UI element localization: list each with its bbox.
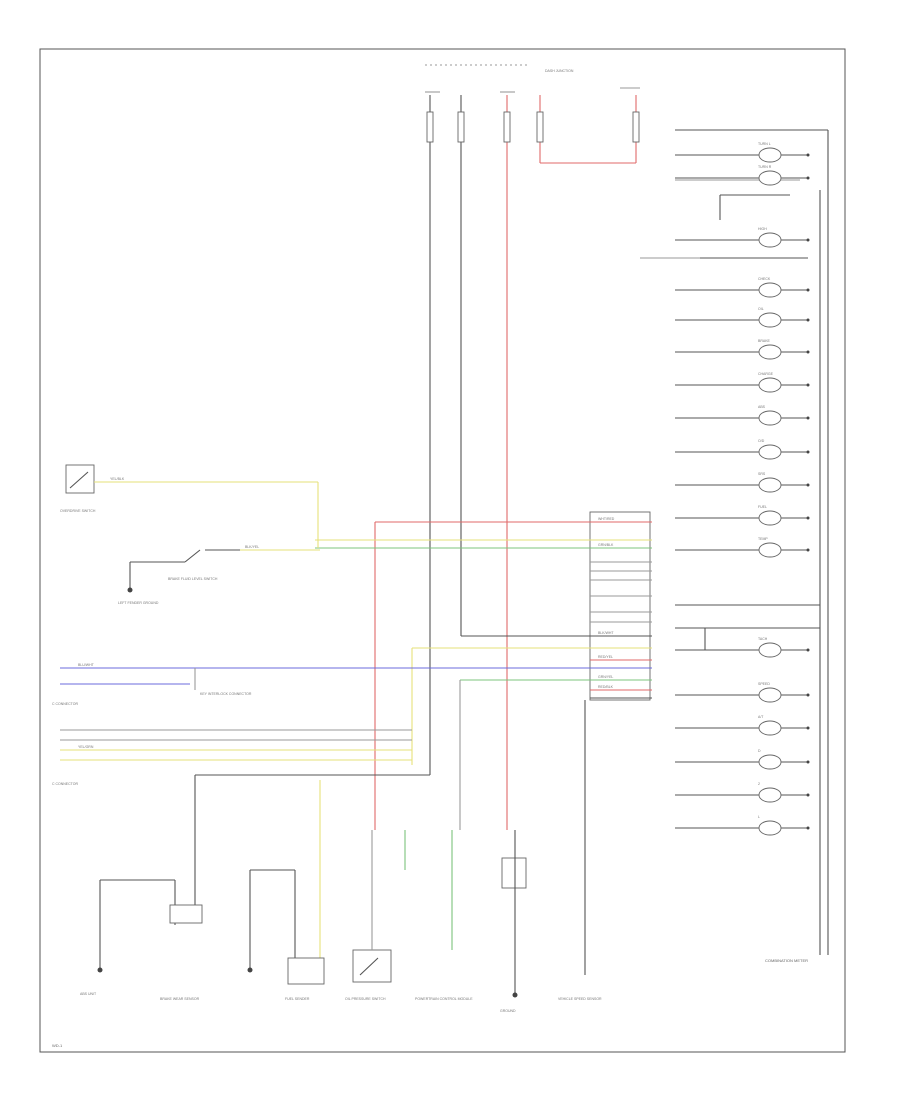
oil-pressure-switch-symbol — [352, 949, 392, 983]
gauge-label: HIGH — [758, 227, 767, 231]
left-circuits — [60, 464, 430, 920]
gauge-label: 2 — [758, 782, 760, 786]
gauge-label: L — [758, 815, 760, 819]
gauge-terminal — [806, 726, 810, 730]
gauge-lamp — [758, 232, 782, 248]
gauge-label: D — [758, 749, 761, 753]
gauge-label: O/D — [758, 439, 765, 443]
overdrive-switch-label: OVERDRIVE SWITCH — [60, 509, 96, 513]
gauge-terminal — [806, 288, 810, 292]
gauge-lamp — [758, 344, 782, 360]
gauge-label: A/T — [758, 715, 764, 719]
gauge-terminal — [806, 416, 810, 420]
cluster-label: COMBINATION METER — [765, 958, 808, 963]
gauge-lamp — [758, 787, 782, 803]
gauge-terminal — [806, 350, 810, 354]
gauge-label: ABS — [758, 405, 766, 409]
gauge-lamp — [758, 542, 782, 558]
gauge-label: FUEL — [758, 505, 767, 509]
wire-tag: GRN/YEL — [598, 675, 613, 679]
gauge-lamp — [758, 170, 782, 186]
c-connector-1-label: C CONNECTOR — [52, 702, 78, 706]
gauge-terminal — [806, 516, 810, 520]
gauge-terminal — [806, 648, 810, 652]
gauge-terminal — [806, 238, 810, 242]
gauge-terminal — [806, 826, 810, 830]
wire-tag: YEL/GRN — [78, 745, 94, 749]
gauge-terminal — [806, 793, 810, 797]
gauge-lamp — [758, 410, 782, 426]
wire-tag: GRN/BLK — [598, 543, 614, 547]
c-connector-2-label: C CONNECTOR — [52, 782, 78, 786]
gauge-label: TURN L — [758, 142, 771, 146]
wire-tag: BLK/WHT — [598, 631, 614, 635]
brake-wear-label: BRAKE WEAR SENSOR — [160, 997, 200, 1001]
gauge-label: TACH — [758, 637, 768, 641]
gauge-terminal — [806, 760, 810, 764]
gauge-lamp — [758, 820, 782, 836]
gauge-rows: TURN L TURN R HIGH CHECK OIL BRAKE CHARGE ABS O/… — [675, 142, 810, 836]
gauge-terminal — [806, 176, 810, 180]
ground-right-label: GROUND — [500, 1009, 516, 1013]
gauge-lamp — [758, 312, 782, 328]
wire-tag: WHT/RED — [598, 517, 615, 521]
abs-unit-label: ABS UNIT — [80, 992, 97, 996]
gauge-lamp — [758, 687, 782, 703]
gauge-lamp — [758, 282, 782, 298]
gauge-terminal — [806, 548, 810, 552]
gauge-lamp — [758, 477, 782, 493]
gauge-terminal — [806, 383, 810, 387]
center-connector-block — [190, 511, 652, 830]
gauge-lamp — [758, 720, 782, 736]
gauge-label: SRS — [758, 472, 766, 476]
corner-label: WD-1 — [52, 1043, 63, 1048]
gauge-label: SPEED — [758, 682, 770, 686]
gauge-terminal — [806, 153, 810, 157]
gauge-label: CHECK — [758, 277, 771, 281]
speed-sensor-label: VEHICLE SPEED SENSOR — [558, 997, 602, 1001]
gauge-lamp — [758, 377, 782, 393]
gauge-lamp — [758, 642, 782, 658]
gauge-label: TEMP — [758, 537, 768, 541]
wire-tag: RED/YEL — [598, 655, 613, 659]
key-switch-connector-label: KEY INTERLOCK CONNECTOR — [200, 692, 252, 696]
diagram-border — [39, 48, 846, 1053]
gauge-lamp — [758, 147, 782, 163]
gauge-lamp — [758, 444, 782, 460]
wire-tag: RED/BLK — [598, 685, 614, 689]
gauge-label: TURN R — [758, 165, 772, 169]
gauge-label: BRAKE — [758, 339, 771, 343]
top-fuse-area — [425, 64, 640, 830]
bottom-components — [97, 700, 586, 998]
wire-tag: BLU/WHT — [78, 663, 95, 667]
ground-left-label: LEFT FENDER GROUND — [118, 601, 159, 605]
gauge-label: OIL — [758, 307, 764, 311]
fuel-sender-label: FUEL SENDER — [285, 997, 310, 1001]
instrument-cluster — [640, 129, 829, 955]
dash-junction-label: DASH JUNCTION — [545, 69, 574, 73]
brake-fluid-switch-label: BRAKE FLUID LEVEL SWITCH — [168, 577, 218, 581]
wire-tag: BLK/YEL — [245, 545, 259, 549]
wire-tag: YEL/BLK — [110, 477, 125, 481]
gauge-terminal — [806, 318, 810, 322]
gauge-label: CHARGE — [758, 372, 774, 376]
gauge-terminal — [806, 483, 810, 487]
fuel-sender-symbol — [287, 957, 325, 985]
gauge-lamp — [758, 510, 782, 526]
gauge-terminal — [806, 450, 810, 454]
powertrain-module-label: POWERTRAIN CONTROL MODULE — [415, 997, 473, 1001]
gauge-terminal — [806, 693, 810, 697]
oil-pressure-switch-label: OIL PRESSURE SWITCH — [345, 997, 386, 1001]
gauge-lamp — [758, 754, 782, 770]
